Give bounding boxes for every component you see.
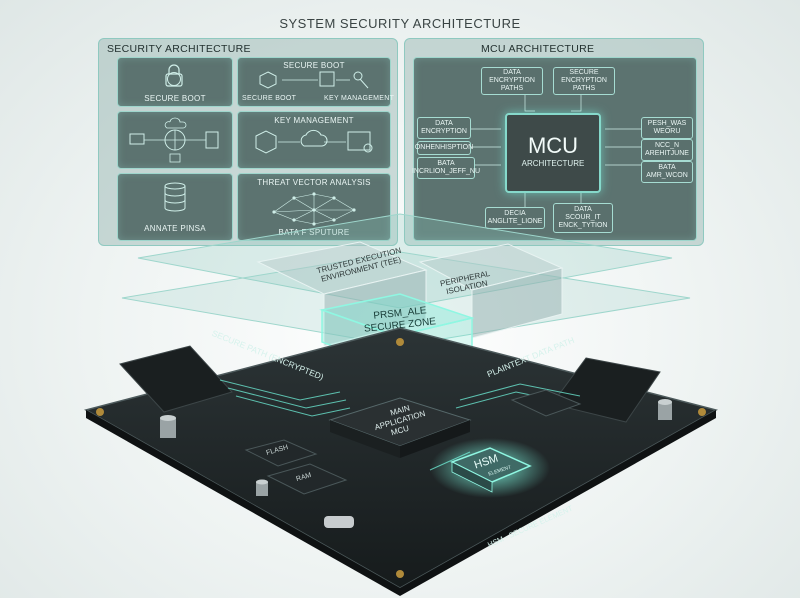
- key-management-cell: KEY MANAGEMENT: [237, 111, 391, 169]
- network-cell: [117, 111, 233, 169]
- secure-boot-label: SECURE BOOT: [144, 94, 206, 103]
- mcu-box-2-l2: ENCRYPTION: [561, 77, 607, 84]
- main-mcu-chip-side-r: [400, 420, 470, 458]
- mcu-box-1-l2: ENCRYPTION: [489, 77, 535, 84]
- secure-boot-sub-label: SECURE BOOT: [242, 95, 297, 102]
- mcu-box-7-l2: AREHITJUNE: [645, 150, 689, 157]
- mcu-panel-heading: MCU ARCHITECTURE: [481, 43, 595, 55]
- mcu-box-2-l3: PATHS: [572, 85, 596, 92]
- mcu-core-chip: MCU ARCHITECTURE: [505, 113, 601, 193]
- hsm-chip-side: [451, 461, 493, 493]
- pcb-board-edge: [86, 410, 400, 596]
- mcu-box-10-l2: SCOUR_IT: [565, 214, 601, 221]
- mcu-architecture-panel: MCU ARCHITECTURE MCU ARCHITECTURE DATA E…: [404, 38, 704, 246]
- network-icon: [129, 117, 219, 163]
- threat-analysis-cell: THREAT VECTOR ANALYSIS BATA F SPUTURE: [237, 173, 391, 241]
- mcu-box-ncc-n: NCC_N AREHITJUNE: [641, 139, 693, 161]
- mcu-box-decia: DECIA ANGLITE_LIONE: [485, 207, 545, 229]
- mcu-box-10-l3: ENCK_TYTION: [558, 222, 608, 229]
- database-icon: [164, 182, 186, 212]
- mcu-box-9-l2: ANGLITE_LIONE: [487, 218, 543, 225]
- mcu-box-6-l2: WEORU: [653, 128, 681, 135]
- mcu-box-2-l1: SECURE: [569, 69, 599, 76]
- mcu-box-8-l1: BATA: [658, 164, 676, 171]
- boot-key-icons: [259, 71, 369, 89]
- capacitor-bottom: [256, 479, 268, 496]
- lock-icon: [165, 64, 183, 87]
- flash-chip: [244, 439, 318, 467]
- mcu-box-data-scour: DATA SCOUR_IT ENCK_TYTION: [553, 203, 613, 233]
- capacitor-left: [160, 415, 176, 438]
- mcu-box-6-l1: PESH_WAS: [647, 120, 687, 127]
- mcu-box-5-l1: BATA: [437, 160, 455, 167]
- mount-hole: [396, 570, 404, 578]
- mcu-box-bata-incrlion: BATA INCRLION_JEFF_NU: [412, 157, 480, 179]
- secure-traces: [219, 379, 581, 471]
- right-chip: [510, 389, 582, 417]
- mount-hole: [698, 408, 706, 416]
- key-management-label: KEY MANAGEMENT: [274, 116, 354, 125]
- mcu-box-8-l2: AMR_WCON: [646, 172, 688, 179]
- crystal-oscillator: [324, 516, 354, 528]
- diagram-title: SYSTEM SECURITY ARCHITECTURE: [279, 16, 521, 31]
- mcu-box-10-l1: DATA: [574, 206, 592, 213]
- mcu-box-data-encryption: DATA ENCRYPTION: [417, 117, 471, 139]
- mcu-box-7-l1: NCC_N: [654, 142, 680, 149]
- secure-boot-cell: SECURE BOOT: [117, 57, 233, 107]
- mount-hole: [96, 408, 104, 416]
- bata-label: BATA F SPUTURE: [238, 228, 390, 237]
- mcu-box-3-l1: DATA: [435, 120, 453, 127]
- mcu-box-4-l1: ONHENHISPTION: [414, 144, 474, 151]
- mcu-box-5-l2: INCRLION_JEFF_NU: [411, 168, 481, 175]
- annate-label: ANNATE PINSA: [144, 224, 206, 233]
- mcu-core-label: MCU: [527, 133, 579, 158]
- mcu-box-data-encryption-paths: DATA ENCRYPTION PATHS: [481, 67, 543, 95]
- mount-hole: [396, 338, 404, 346]
- secure-boot-key-cell: SECURE BOOT SECURE BOOT KEY MANAGEMENT: [237, 57, 395, 107]
- database-cell: ANNATE PINSA: [117, 173, 233, 241]
- left-connector: [119, 345, 233, 413]
- mcu-box-bata-amr: BATA AMR_WCON: [641, 161, 693, 183]
- capacitor-right: [658, 399, 672, 420]
- mcu-box-9-l1: DECIA: [504, 210, 526, 217]
- mcu-box-1-l3: PATHS: [500, 85, 524, 92]
- mcu-core-sub: ARCHITECTURE: [521, 159, 585, 168]
- security-architecture-panel: SECURITY ARCHITECTURE SECURE BOOT SECURE…: [98, 38, 398, 246]
- secure-boot-top-label: SECURE BOOT: [283, 61, 345, 70]
- main-mcu-chip-side: [330, 420, 400, 458]
- key-management-icons: [255, 129, 373, 154]
- mcu-box-secure-encryption-paths: SECURE ENCRYPTION PATHS: [553, 67, 615, 95]
- right-connector: [551, 357, 661, 423]
- mcu-box-onhenhisption: ONHENHISPTION: [414, 141, 474, 155]
- tee-block-side: [323, 269, 427, 347]
- key-management-sub-label: KEY MANAGEMENT: [324, 95, 395, 102]
- ram-chip: [266, 463, 348, 495]
- threat-analysis-label: THREAT VECTOR ANALYSIS: [257, 178, 371, 187]
- mcu-box-pesh-was: PESH_WAS WEORU: [641, 117, 693, 139]
- pcb-board-edge-right: [400, 410, 716, 596]
- mcu-box-3-l2: ENCRYPTION: [421, 128, 467, 135]
- threat-network-icon: [272, 192, 356, 226]
- mcu-box-1-l1: DATA: [503, 69, 521, 76]
- security-panel-heading: SECURITY ARCHITECTURE: [107, 43, 251, 55]
